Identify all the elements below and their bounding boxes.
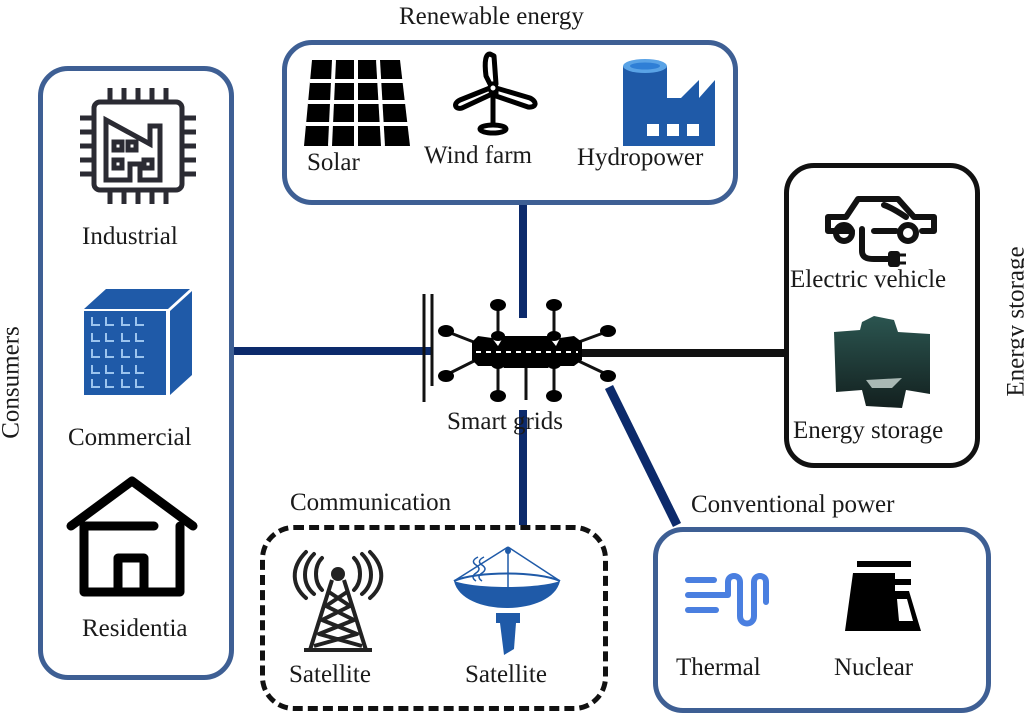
connector-communication xyxy=(519,410,527,530)
nuclear-label: Nuclear xyxy=(834,654,914,681)
conventional-title: Conventional power xyxy=(691,491,895,518)
solar-label: Solar xyxy=(307,149,360,176)
radio-tower-icon xyxy=(292,550,384,652)
thermal-label: Thermal xyxy=(676,654,761,681)
tower-satellite-label: Satellite xyxy=(289,661,371,688)
connector-renewable xyxy=(519,203,527,318)
hydropower-plant-icon xyxy=(623,59,715,146)
commercial-label: Commercial xyxy=(68,424,192,451)
conventional-group xyxy=(653,527,991,713)
satellite-dish-icon xyxy=(453,546,561,655)
energy-storage-icon xyxy=(834,316,930,408)
dish-satellite-label: Satellite xyxy=(465,661,547,688)
residential-label: Residentia xyxy=(82,615,188,642)
connector-consumers xyxy=(233,347,431,355)
commercial-building-icon xyxy=(84,289,192,395)
energy-storage-label: Energy storage xyxy=(793,417,944,444)
electric-car-icon xyxy=(825,196,937,267)
storage-group xyxy=(784,163,980,468)
renewable-title: Renewable energy xyxy=(399,3,584,30)
electric-vehicle-label: Electric vehicle xyxy=(790,266,947,293)
industrial-factory-chip-icon xyxy=(80,88,196,204)
solar-panel-icon xyxy=(304,59,410,147)
consumers-group xyxy=(38,66,234,680)
smart-grids-label: Smart grids xyxy=(447,408,563,435)
thermal-wave-icon xyxy=(685,573,769,627)
wind-farm-label: Wind farm xyxy=(424,142,532,169)
connector-storage xyxy=(580,349,788,357)
storage-title: Energy storage xyxy=(1002,246,1024,397)
consumers-title: Consumers xyxy=(0,326,25,439)
nuclear-plant-icon xyxy=(845,561,921,631)
hydropower-label: Hydropower xyxy=(577,144,704,171)
communication-title: Communication xyxy=(290,489,452,516)
industrial-label: Industrial xyxy=(82,223,178,250)
wind-turbine-icon xyxy=(453,51,538,136)
smart-grid-hub-icon xyxy=(422,294,616,402)
house-icon xyxy=(66,476,198,597)
